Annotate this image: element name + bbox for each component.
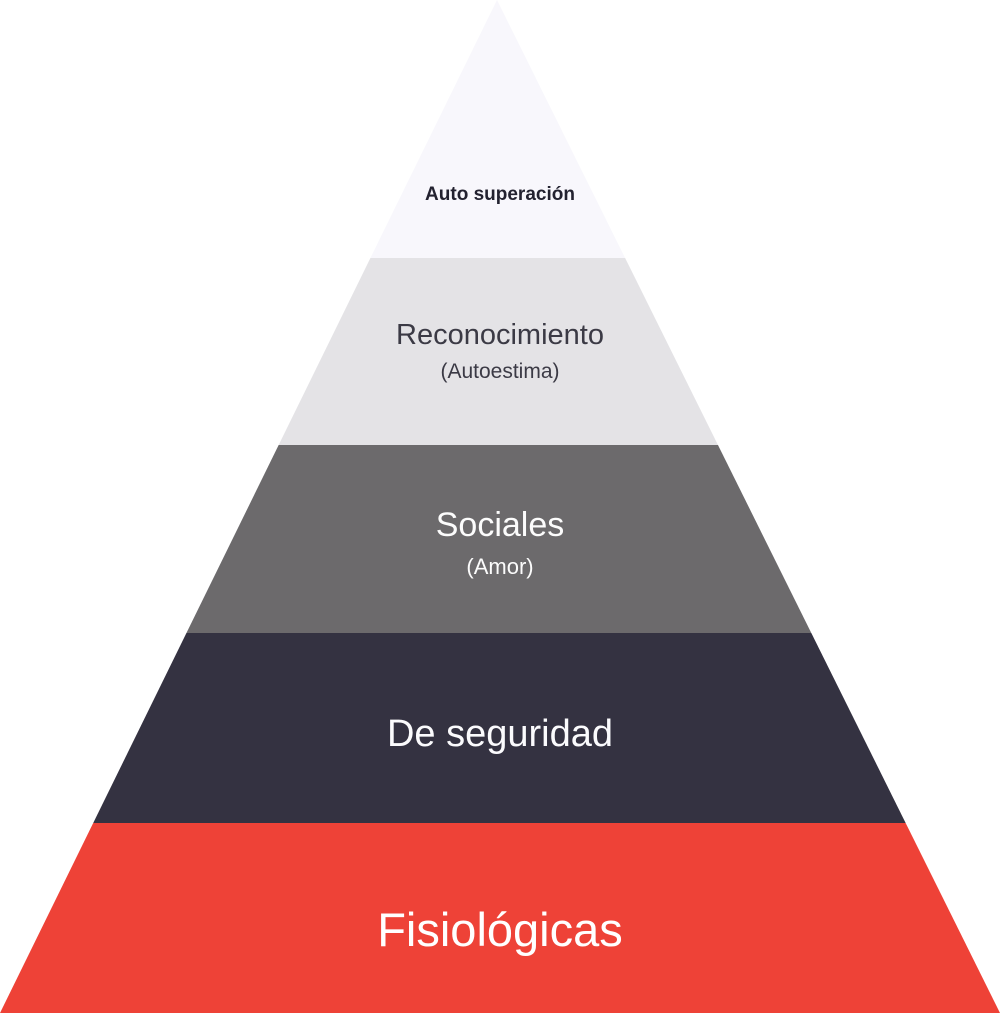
pyramid-level-auto-superacion: Auto superación [0,0,1000,258]
level-label-fisiologicas: Fisiológicas [377,902,623,956]
level-label-auto-superacion: Auto superación [425,184,575,206]
pyramid-level-fisiologicas: Fisiológicas [0,823,1000,1013]
level-label-sociales: Sociales [435,505,565,544]
pyramid-level-sociales: Sociales (Amor) [0,445,1000,633]
level-label-de-seguridad: De seguridad [386,713,614,756]
pyramid-level-reconocimiento: Reconocimiento (Autoestima) [0,258,1000,445]
level-sublabel-autoestima: (Autoestima) [440,360,560,384]
level-label-reconocimiento: Reconocimiento [396,318,604,351]
pyramid-level-de-seguridad: De seguridad [0,633,1000,823]
level-sublabel-amor: (Amor) [466,553,534,579]
